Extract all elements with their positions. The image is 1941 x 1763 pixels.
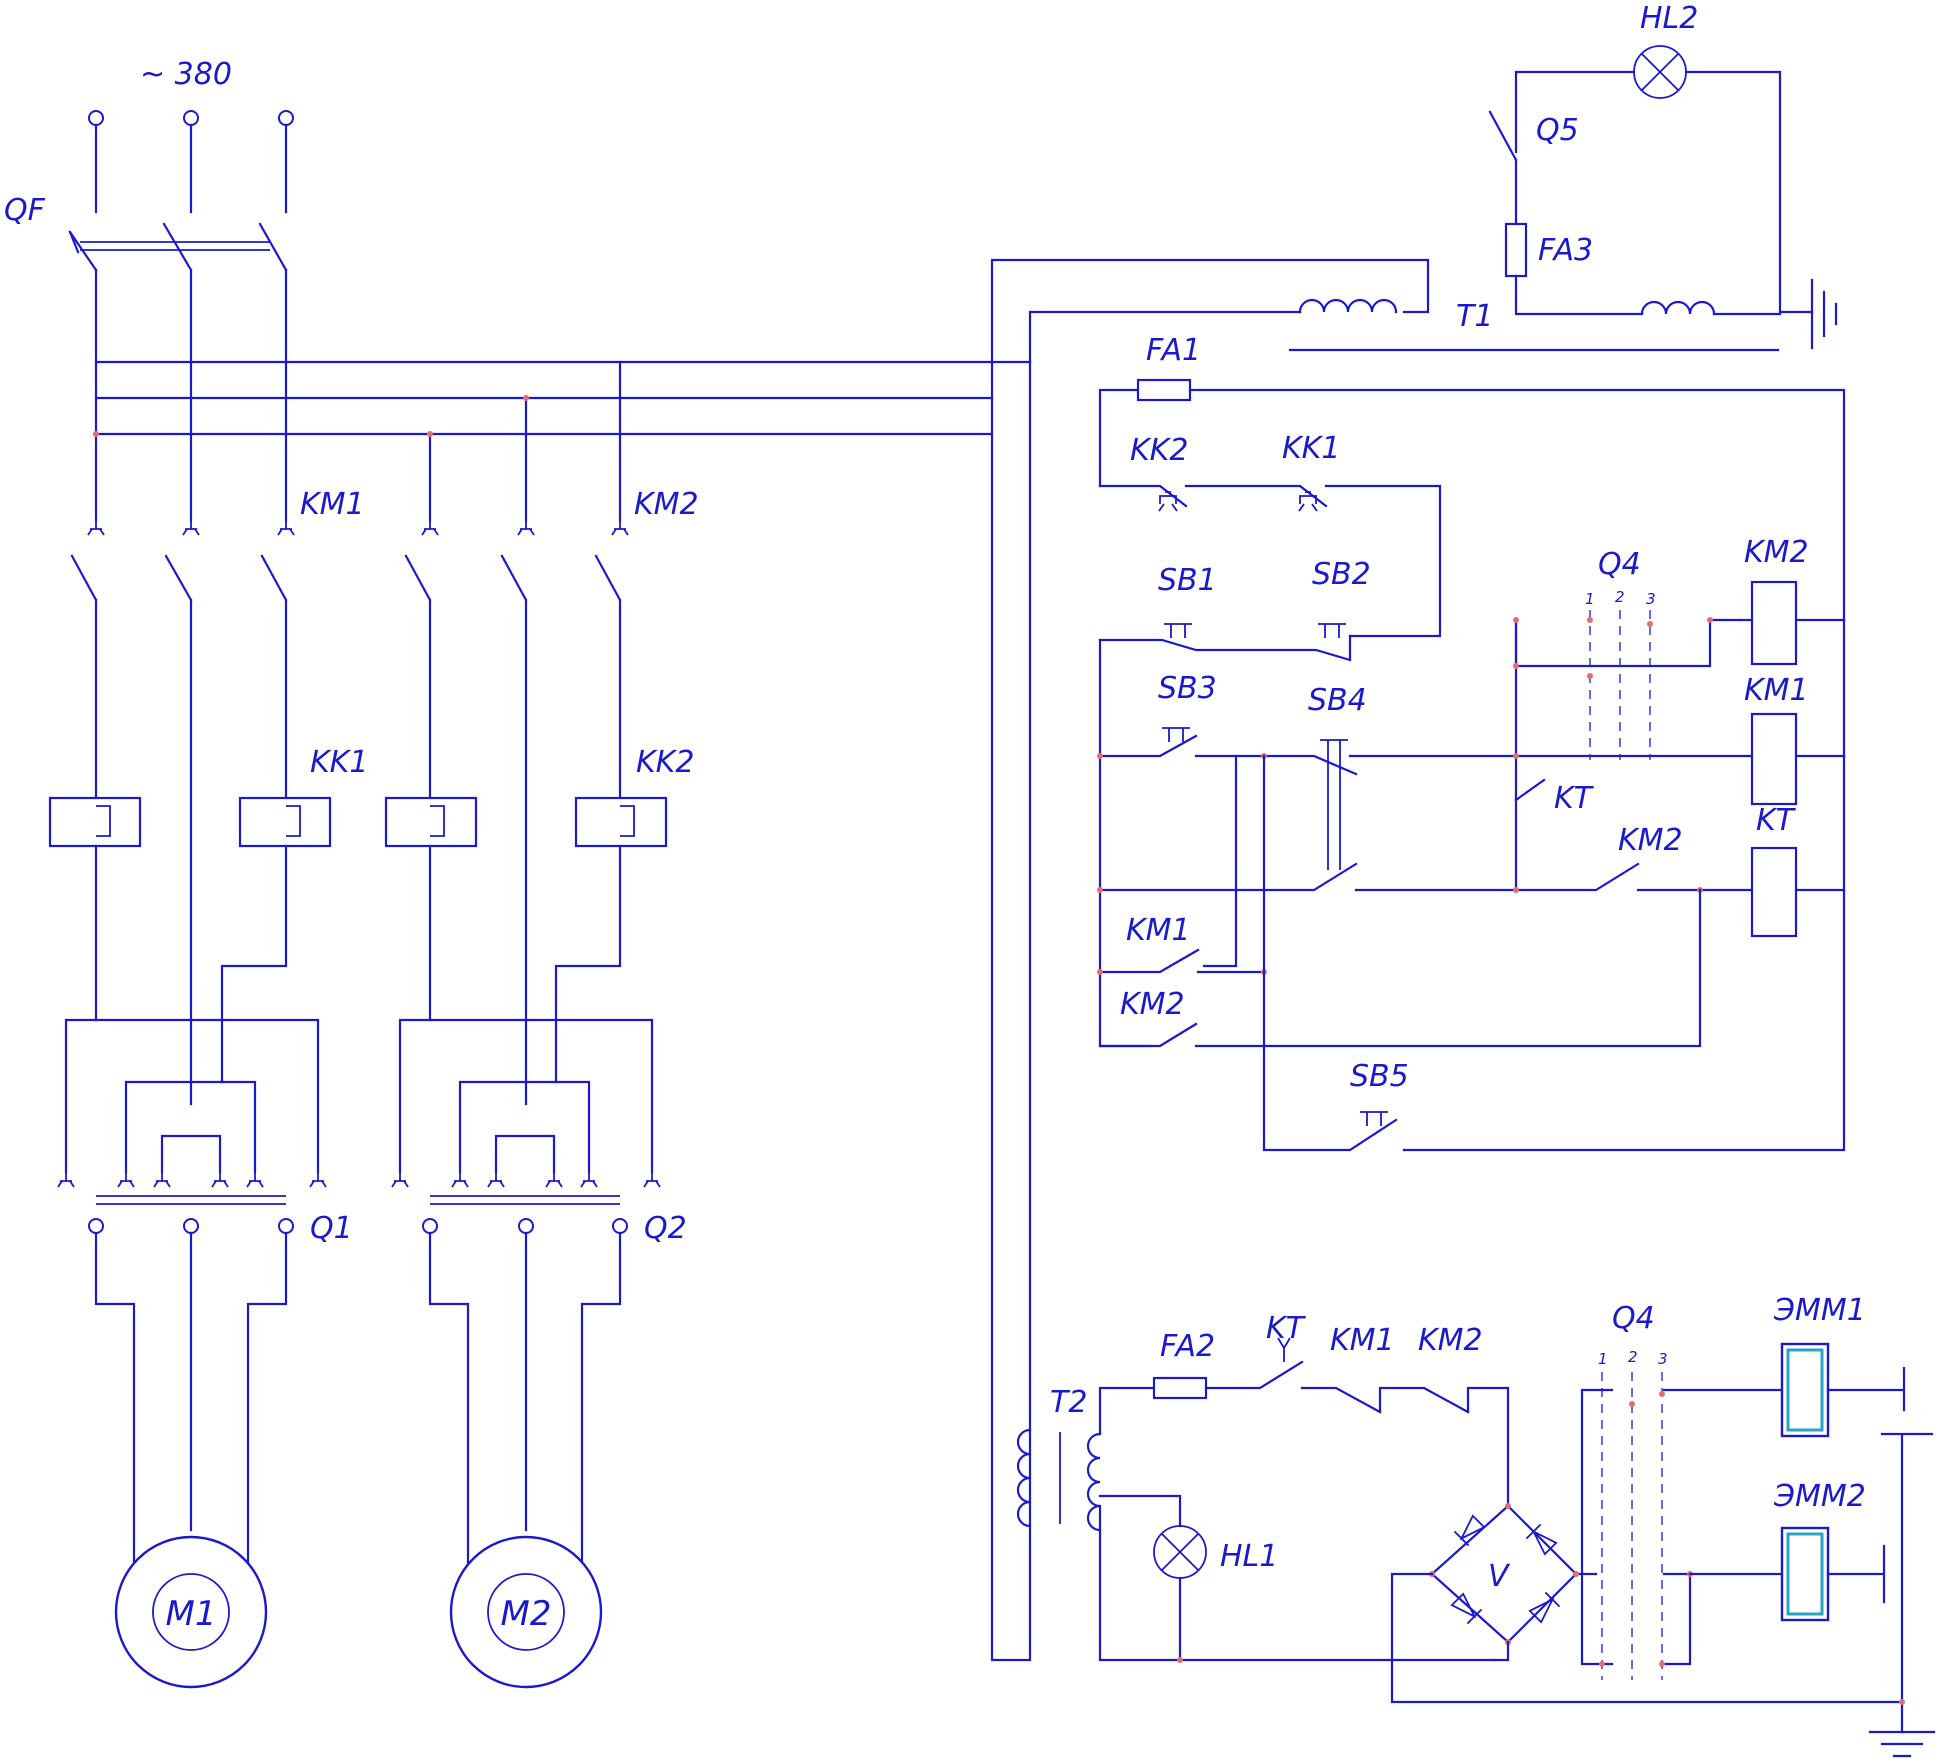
coil-km2 bbox=[1750, 580, 1798, 666]
q4b-pos-1: 1 bbox=[1598, 1350, 1608, 1368]
q5-label: Q5 bbox=[1536, 113, 1579, 148]
q4-pos-2: 2 bbox=[1615, 588, 1625, 606]
hold-km2-label: KM2 bbox=[1120, 987, 1185, 1022]
contact-kt-label: KT bbox=[1554, 781, 1595, 816]
switch-q4-control: 1 2 3 Q4 bbox=[1513, 547, 1742, 802]
brake-q4-label: Q4 bbox=[1612, 1301, 1655, 1336]
transformer-t2: T2 bbox=[1016, 1385, 1102, 1532]
feed-and-transformer-t1: T1 bbox=[990, 258, 1780, 1662]
q1-label: Q1 bbox=[310, 1211, 353, 1246]
coil-kt bbox=[1750, 846, 1798, 938]
coil-km2-label: KM2 bbox=[1744, 535, 1809, 570]
fa3-label: FA3 bbox=[1538, 233, 1593, 268]
thermal-relay-kk1-heaters: KK1 bbox=[48, 745, 368, 848]
q4-pos-1: 1 bbox=[1585, 590, 1595, 608]
sb2-label: SB2 bbox=[1312, 557, 1371, 592]
fuse-fa3: FA3 bbox=[1504, 222, 1593, 278]
sb1-label: SB1 bbox=[1158, 563, 1217, 598]
q2-label: Q2 bbox=[644, 1211, 687, 1246]
brake-km2-label: KM2 bbox=[1418, 1323, 1483, 1358]
breaker-qf: QF bbox=[4, 193, 288, 272]
supply-terminals bbox=[88, 110, 294, 214]
brake-circuit: T2 FA2 KT KM1 KM2 HL1 V bbox=[1016, 1293, 1936, 1758]
emm1-label: ЭММ1 bbox=[1773, 1293, 1866, 1328]
coil-km1 bbox=[1750, 712, 1798, 806]
control-kk2-label: KK2 bbox=[1130, 433, 1188, 468]
contactor-km2-contacts: KM2 bbox=[404, 487, 699, 602]
lamp-hl2: HL2 bbox=[1633, 1, 1698, 99]
sb4-label: SB4 bbox=[1308, 683, 1367, 718]
motor-m1: M1 bbox=[94, 1231, 288, 1689]
brake-kt-label: KT bbox=[1266, 1311, 1307, 1346]
km1-label: KM1 bbox=[300, 487, 365, 522]
brake-km1-label: KM1 bbox=[1330, 1323, 1395, 1358]
contact-km2-row-label: KM2 bbox=[1618, 823, 1683, 858]
ground-symbol-lighting bbox=[1810, 278, 1838, 350]
emm2-label: ЭММ2 bbox=[1773, 1479, 1866, 1514]
bus-nodes bbox=[93, 395, 529, 437]
switch-q5: Q5 bbox=[1488, 110, 1579, 226]
control-q4-label: Q4 bbox=[1598, 547, 1641, 582]
coil-km1-label: KM1 bbox=[1744, 673, 1809, 708]
kk2-label: KK2 bbox=[636, 745, 694, 780]
contactor-km1-contacts: KM1 bbox=[70, 487, 365, 602]
hl2-label: HL2 bbox=[1640, 1, 1698, 36]
lamp-hl1: HL1 bbox=[1153, 1525, 1278, 1663]
v-label: V bbox=[1488, 1559, 1511, 1594]
t2-label: T2 bbox=[1050, 1385, 1087, 1420]
electromagnet-emm2: ЭММ2 bbox=[1773, 1479, 1886, 1622]
hold-km1-label: KM1 bbox=[1126, 913, 1191, 948]
motor-m2: M2 bbox=[428, 1231, 622, 1689]
fa2-label: FA2 bbox=[1160, 1329, 1215, 1364]
breaker-label: QF bbox=[4, 193, 46, 228]
switch-q4-brake: 1 2 3 Q4 bbox=[1573, 1301, 1784, 1680]
m1-label: M1 bbox=[166, 1594, 217, 1634]
fuse-fa1: FA1 bbox=[1136, 333, 1201, 402]
t1-label: T1 bbox=[1456, 299, 1493, 334]
coil-kt-label: KT bbox=[1756, 803, 1797, 838]
km2-label: KM2 bbox=[634, 487, 699, 522]
supply-label: ~ 380 bbox=[140, 57, 232, 92]
control-circuit: FA1 KK2 KK1 SB1 SB2 1 2 3 Q4 bbox=[1097, 333, 1846, 1152]
thermal-relay-kk2-heaters: KK2 bbox=[384, 745, 694, 848]
q4-pos-3: 3 bbox=[1646, 590, 1656, 608]
q4b-pos-3: 3 bbox=[1658, 1350, 1668, 1368]
lighting-circuit: HL2 Q5 FA3 bbox=[1488, 1, 1838, 350]
reversing-switch-q1: Q1 bbox=[57, 1018, 353, 1246]
kk1-label: KK1 bbox=[310, 745, 368, 780]
hl1-label: HL1 bbox=[1220, 1539, 1278, 1574]
control-kk1-label: KK1 bbox=[1282, 431, 1340, 466]
sb5-label: SB5 bbox=[1350, 1059, 1409, 1094]
sb3-label: SB3 bbox=[1158, 671, 1217, 706]
power-circuit: ~ 380 QF KM1 bbox=[4, 57, 1032, 1689]
reversing-switch-q2: Q2 bbox=[391, 1018, 687, 1246]
ground-symbol-brake bbox=[1868, 1432, 1936, 1758]
rectifier-v: V bbox=[1429, 1503, 1579, 1645]
q4b-pos-2: 2 bbox=[1628, 1348, 1638, 1366]
fa1-label: FA1 bbox=[1146, 333, 1201, 368]
electromagnet-emm1: ЭММ1 bbox=[1773, 1293, 1906, 1438]
m2-label: M2 bbox=[501, 1594, 552, 1634]
